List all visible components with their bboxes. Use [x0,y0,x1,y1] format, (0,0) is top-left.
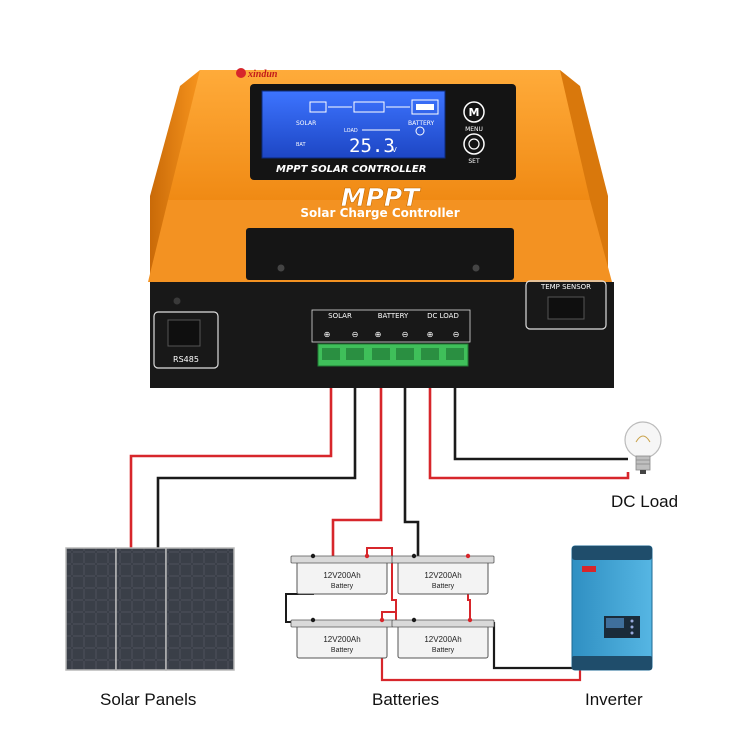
terminal-solar-pos[interactable] [322,348,340,360]
controller-handle [246,228,514,280]
controller-terminal-face [150,282,614,388]
bulb-glass [625,422,661,458]
dc-load-caption: DC Load [611,492,678,512]
solar-panel-3 [166,548,234,670]
inverter-caption: Inverter [585,690,643,710]
terminal-solar-neg[interactable] [346,348,364,360]
inverter-top-cap [572,546,652,560]
bulb-tip [640,470,646,474]
lcd-battery-label: BATTERY [408,120,435,127]
temp-sensor-label: TEMP SENSOR [540,283,591,291]
battery-2-name: Battery [432,583,455,590]
charge-controller: xindun SOLAR BATTERY LOAD BAT 25.3 V MPP… [148,68,614,388]
battery-3-capacity: 12V200Ah [323,635,360,644]
battery-2: 12V200Ah Battery [392,556,494,594]
batteries-caption: Batteries [372,690,439,710]
screw-right [473,265,480,272]
load-minus-marker: ⊖ [453,330,460,339]
lcd-solar-label: SOLAR [296,120,316,127]
set-label: SET [468,158,480,165]
solar-minus-marker: ⊖ [352,330,359,339]
inverter-negative-wire [494,622,580,668]
solar-panel-array [66,548,234,670]
lcd-voltage-reading: 25.3 [349,135,395,157]
green-terminals [318,344,468,366]
lcd-bat-label: BAT [296,142,306,148]
battery-4-pos-post [468,618,472,622]
battery-positive-wire [333,370,381,558]
inverter-led-1 [631,620,634,623]
battery-4-capacity: 12V200Ah [424,635,461,644]
solar-panel-2 [116,548,166,670]
load-plus-marker: ⊕ [427,330,434,339]
terminal-solar-label: SOLAR [328,312,352,320]
lcd-load-label: LOAD [344,128,358,134]
lcd-voltage-unit: V [392,146,397,154]
solar-positive-wire [131,370,331,548]
inverter [572,546,652,670]
lcd-battery-level [416,104,434,110]
battery-4-neg-post [412,618,416,622]
inverter-body [572,546,652,670]
battery-minus-marker: ⊖ [402,330,409,339]
battery-1-neg-post [311,554,315,558]
inverter-led-2 [631,626,634,629]
terminal-load-neg[interactable] [446,348,464,360]
battery-3: 12V200Ah Battery [291,620,393,658]
battery-1-capacity: 12V200Ah [323,571,360,580]
inverter-led-3 [631,632,634,635]
battery-negative-wire [405,370,418,558]
menu-label: MENU [465,126,483,133]
screw-left [278,265,285,272]
terminal-dcload-label: DC LOAD [427,312,459,320]
logo-mark-icon [236,68,246,78]
solar-panel-1 [66,548,116,670]
battery-3-name: Battery [331,647,354,654]
battery-plus-marker: ⊕ [375,330,382,339]
dc-load-bulb [625,422,661,474]
battery-1-pos-post [365,554,369,558]
face-screw [174,298,181,305]
terminal-battery-neg[interactable] [396,348,414,360]
menu-button[interactable]: M MENU [464,102,484,133]
battery-3-neg-post [311,618,315,622]
solar-plus-marker: ⊕ [324,330,331,339]
solar-panels-caption: Solar Panels [100,690,196,710]
battery-3-pos-post [380,618,384,622]
controller-subtitle: Solar Charge Controller [300,206,459,220]
battery-2-capacity: 12V200Ah [424,571,461,580]
terminal-battery-pos[interactable] [372,348,390,360]
terminal-battery-label: BATTERY [378,312,409,320]
battery-4-name: Battery [432,647,455,654]
battery-2-pos-post [466,554,470,558]
display-caption: MPPT SOLAR CONTROLLER [276,164,426,175]
battery-4: 12V200Ah Battery [392,620,494,658]
inverter-bottom-cap [572,656,652,670]
inverter-logo [582,566,596,572]
inverter-screen [606,618,624,628]
terminal-load-pos[interactable] [421,348,439,360]
menu-glyph: M [469,106,480,119]
solar-negative-wire [158,370,355,548]
bulb-base [636,456,650,470]
rs485-label: RS485 [173,355,199,364]
battery-2-neg-post [412,554,416,558]
battery-1-name: Battery [331,583,354,590]
brand-logo-text: xindun [247,69,278,80]
battery-1: 12V200Ah Battery [291,556,393,594]
